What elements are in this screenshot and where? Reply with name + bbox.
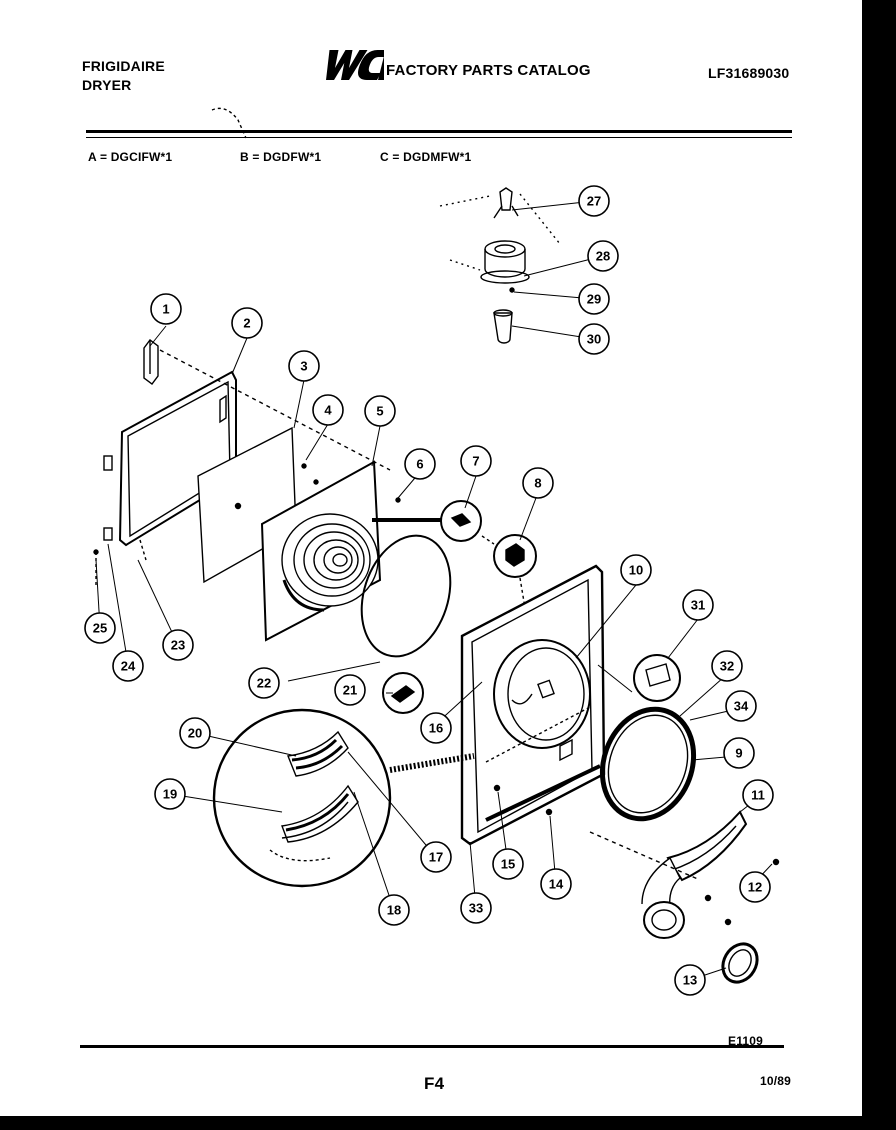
svg-text:32: 32 bbox=[720, 659, 734, 674]
callout-14: 14 bbox=[540, 868, 572, 900]
header-rule-thin bbox=[86, 137, 792, 138]
svg-text:23: 23 bbox=[171, 638, 185, 653]
callout-25: 25 bbox=[84, 612, 116, 644]
igniter-assembly bbox=[439, 187, 561, 344]
callout-23: 23 bbox=[162, 629, 194, 661]
svg-text:14: 14 bbox=[549, 877, 564, 892]
svg-text:21: 21 bbox=[343, 683, 357, 698]
svg-text:33: 33 bbox=[469, 901, 483, 916]
callout-22: 22 bbox=[248, 667, 280, 699]
callout-12: 12 bbox=[739, 871, 771, 903]
fasteners bbox=[93, 497, 442, 586]
callout-20: 20 bbox=[179, 717, 211, 749]
variant-b-label: B = DGDFW*1 bbox=[240, 150, 322, 164]
front-seal bbox=[599, 706, 697, 822]
callout-13: 13 bbox=[674, 964, 706, 996]
lint-duct bbox=[589, 810, 780, 939]
svg-text:24: 24 bbox=[121, 659, 136, 674]
svg-text:6: 6 bbox=[416, 457, 423, 472]
callout-4: 4 bbox=[312, 394, 344, 426]
callout-30: 30 bbox=[578, 323, 610, 355]
callout-24: 24 bbox=[112, 650, 144, 682]
callout-8: 8 bbox=[522, 467, 554, 499]
door-hinge bbox=[143, 339, 159, 385]
svg-text:12: 12 bbox=[748, 880, 762, 895]
callout-16: 16 bbox=[420, 712, 452, 744]
svg-text:34: 34 bbox=[734, 699, 749, 714]
callout-27: 27 bbox=[578, 185, 610, 217]
callout-17: 17 bbox=[420, 841, 452, 873]
variant-c-label: C = DGDMFW*1 bbox=[380, 150, 472, 164]
door-liner bbox=[260, 460, 382, 642]
svg-text:4: 4 bbox=[324, 403, 332, 418]
svg-text:9: 9 bbox=[735, 746, 742, 761]
svg-text:25: 25 bbox=[93, 621, 107, 636]
svg-text:31: 31 bbox=[691, 598, 705, 613]
callout-31: 31 bbox=[682, 589, 714, 621]
header-rule bbox=[86, 130, 792, 133]
svg-text:19: 19 bbox=[163, 787, 177, 802]
model-number: LF31689030 bbox=[708, 65, 790, 81]
svg-text:22: 22 bbox=[257, 676, 271, 691]
callout-3: 3 bbox=[288, 350, 320, 382]
callout-19: 19 bbox=[154, 778, 186, 810]
callout-21: 21 bbox=[334, 674, 366, 706]
catalog-date: 10/89 bbox=[760, 1074, 792, 1088]
svg-text:5: 5 bbox=[376, 404, 383, 419]
svg-text:7: 7 bbox=[472, 454, 479, 469]
clip-part bbox=[382, 672, 424, 714]
callout-28: 28 bbox=[587, 240, 619, 272]
svg-text:16: 16 bbox=[429, 721, 443, 736]
svg-text:27: 27 bbox=[587, 194, 601, 209]
callout-34: 34 bbox=[725, 690, 757, 722]
catalog-title: FACTORY PARTS CATALOG bbox=[386, 62, 591, 79]
brand-name: FRIGIDAIRE bbox=[82, 58, 165, 74]
svg-text:28: 28 bbox=[596, 249, 610, 264]
svg-text:3: 3 bbox=[300, 359, 307, 374]
callout-2: 2 bbox=[231, 307, 263, 339]
callout-33: 33 bbox=[460, 892, 492, 924]
callout-15: 15 bbox=[492, 848, 524, 880]
callout-7: 7 bbox=[460, 445, 492, 477]
callout-32: 32 bbox=[711, 650, 743, 682]
callout-10: 10 bbox=[620, 554, 652, 586]
callout-18: 18 bbox=[378, 894, 410, 926]
detail-magnifier bbox=[212, 708, 475, 888]
door-seal-ring bbox=[360, 534, 452, 658]
svg-text:17: 17 bbox=[429, 850, 443, 865]
variant-a-label: A = DGCIFW*1 bbox=[88, 150, 173, 164]
door-catch-parts bbox=[440, 500, 537, 615]
callout-11: 11 bbox=[742, 779, 774, 811]
diagram-code: E1109 bbox=[728, 1034, 764, 1048]
footer-rule bbox=[80, 1045, 784, 1048]
scan-mark bbox=[211, 107, 247, 139]
front-panel bbox=[460, 564, 606, 846]
svg-text:1: 1 bbox=[162, 302, 169, 317]
callout-29: 29 bbox=[578, 283, 610, 315]
page-label: F4 bbox=[424, 1074, 445, 1093]
callout-1: 1 bbox=[150, 293, 182, 325]
callout-9: 9 bbox=[723, 737, 755, 769]
duct-ring bbox=[721, 942, 759, 984]
svg-text:8: 8 bbox=[534, 476, 541, 491]
scan-border-bottom bbox=[0, 1116, 896, 1130]
callout-6: 6 bbox=[404, 448, 436, 480]
svg-text:18: 18 bbox=[387, 903, 401, 918]
svg-text:15: 15 bbox=[501, 857, 515, 872]
svg-text:13: 13 bbox=[683, 973, 697, 988]
svg-text:2: 2 bbox=[243, 316, 250, 331]
lens-part bbox=[633, 654, 681, 702]
svg-text:30: 30 bbox=[587, 332, 601, 347]
svg-text:20: 20 bbox=[188, 726, 202, 741]
callout-5: 5 bbox=[364, 395, 396, 427]
scan-border-right bbox=[862, 0, 896, 1130]
svg-text:29: 29 bbox=[587, 292, 601, 307]
callouts: 1 2 3 4 5 6 7 8 9 10 11 12 13 14 15 16 1… bbox=[84, 185, 774, 996]
svg-text:10: 10 bbox=[629, 563, 643, 578]
product-type: DRYER bbox=[82, 77, 132, 93]
svg-text:11: 11 bbox=[751, 788, 765, 803]
